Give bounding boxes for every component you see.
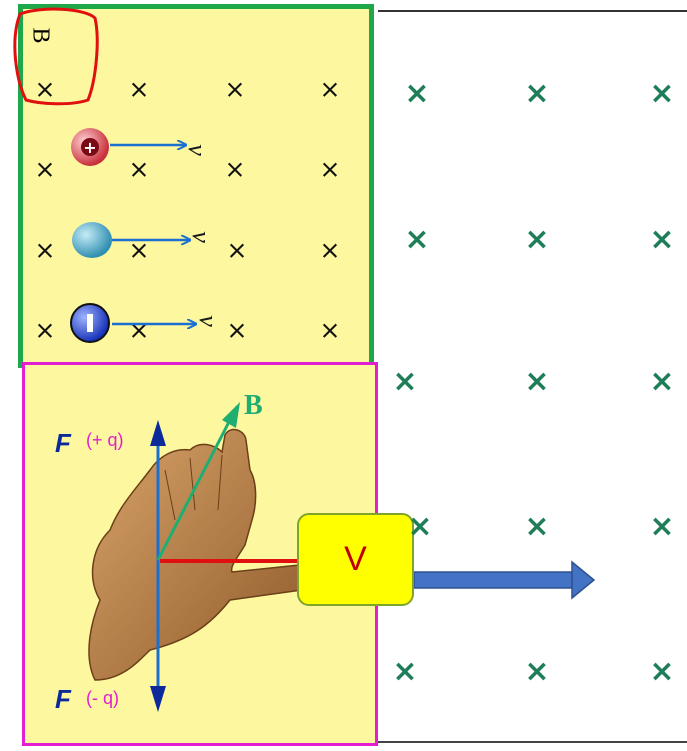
force-up-charge-label: (+ q) bbox=[86, 430, 124, 451]
field-vector-arrowhead bbox=[222, 402, 240, 428]
force-down-arrowhead bbox=[150, 686, 166, 712]
velocity-big-arrow bbox=[414, 562, 594, 598]
highlight-circle bbox=[15, 9, 97, 104]
force-down-symbol: F bbox=[55, 684, 71, 715]
field-cross-green: × bbox=[407, 512, 432, 542]
force-down-charge-label: (- q) bbox=[86, 688, 119, 709]
positive-sign: + bbox=[83, 138, 96, 157]
velocity-box-text: V bbox=[344, 540, 367, 579]
force-up-symbol: F bbox=[55, 428, 71, 459]
velocity-label-box: V bbox=[297, 513, 414, 606]
neutral-particle bbox=[72, 222, 112, 258]
hand-field-label: B bbox=[244, 390, 263, 422]
force-up-arrowhead bbox=[150, 420, 166, 446]
negative-charge-particle bbox=[71, 304, 109, 342]
positive-charge-particle: + bbox=[71, 128, 109, 166]
right-hand-illustration bbox=[89, 430, 302, 680]
